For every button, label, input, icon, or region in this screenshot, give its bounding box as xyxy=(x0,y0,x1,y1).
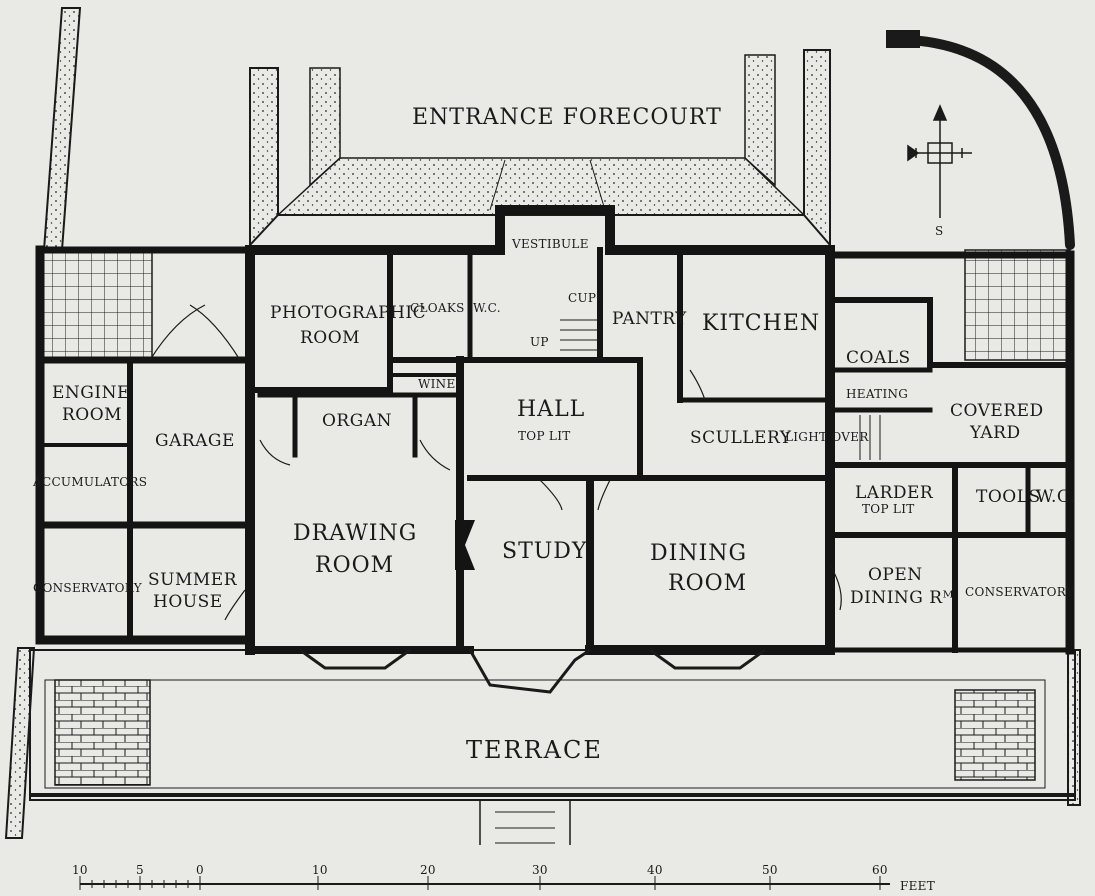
scale-tick-label: 30 xyxy=(532,863,548,877)
scale-bar xyxy=(79,876,890,890)
label-wc-south: W.C. xyxy=(1036,487,1076,507)
label-organ: ORGAN xyxy=(322,411,392,431)
label-vestibule: VESTIBULE xyxy=(511,237,589,251)
label-dining-room-1: DINING xyxy=(650,541,747,566)
label-cupd: CUPᴰ xyxy=(568,291,603,305)
label-study: STUDY xyxy=(502,539,587,564)
building-walls xyxy=(35,205,1075,655)
label-hall: HALL xyxy=(517,397,585,422)
label-engine-room-1: ENGINE xyxy=(52,383,130,403)
label-wine: WINE xyxy=(418,377,456,391)
label-photographic-room-2: ROOM xyxy=(300,328,360,348)
label-garage: GARAGE xyxy=(155,431,235,451)
label-accumulators: ACCUMULATORS xyxy=(32,475,147,489)
label-summer-house-1: SUMMER xyxy=(148,570,238,590)
label-entrance-forecourt: ENTRANCE FORECOURT xyxy=(412,105,722,130)
terrace-outline xyxy=(29,649,1076,845)
label-coals: COALS xyxy=(846,348,911,368)
label-cloaks: CLOAKS xyxy=(410,301,465,315)
label-pantry: PANTRY xyxy=(612,309,687,329)
label-hall-top-lit: TOP LIT xyxy=(518,429,571,443)
label-drawing-room-2: ROOM xyxy=(315,553,394,578)
label-tools: TOOLS xyxy=(976,487,1041,507)
forecourt-walls xyxy=(249,49,831,248)
doors xyxy=(149,304,842,621)
scale-tick-label: 40 xyxy=(647,863,663,877)
label-drawing-room-1: DRAWING xyxy=(293,521,417,546)
bay-windows xyxy=(299,648,766,694)
label-wc-north: W.C. xyxy=(473,301,501,315)
label-terrace: TERRACE xyxy=(466,736,603,764)
label-larder-top-lit: TOP LIT xyxy=(862,502,915,516)
label-covered-yard-2: YARD xyxy=(969,423,1021,443)
boundary-walls xyxy=(4,7,1081,839)
label-larder: LARDER xyxy=(855,483,934,503)
fireplace xyxy=(455,520,475,570)
compass-south-label: S xyxy=(935,224,944,238)
scale-tick-label: 10 xyxy=(72,863,88,877)
label-scullery: SCULLERY xyxy=(690,428,792,448)
label-kitchen: KITCHEN xyxy=(702,311,820,336)
curved-garden-wall xyxy=(905,35,1075,250)
label-open-dining-room-1: OPEN xyxy=(868,565,923,585)
scale-unit-label: FEET xyxy=(900,879,935,893)
label-open-dining-room-2: DINING Rᴹ xyxy=(850,588,954,608)
label-conservatory-west: CONSERVATORY xyxy=(33,581,143,595)
compass-rose xyxy=(907,104,972,218)
label-heating: HEATING xyxy=(846,387,908,401)
scale-tick-label: 20 xyxy=(420,863,436,877)
label-up: UP xyxy=(530,335,549,349)
label-conservatory-east: CONSERVATORY xyxy=(965,585,1075,599)
scale-tick-label: 60 xyxy=(872,863,888,877)
label-covered-yard-1: COVERED xyxy=(950,401,1044,421)
label-engine-room-2: ROOM xyxy=(62,405,122,425)
label-dining-room-2: ROOM xyxy=(668,571,747,596)
label-photographic-room-1: PHOTOGRAPHIC xyxy=(270,303,426,323)
scale-tick-label: 0 xyxy=(196,863,204,877)
label-summer-house-2: HOUSE xyxy=(153,592,223,612)
paved-yards xyxy=(41,249,1071,786)
scale-tick-label: 10 xyxy=(312,863,328,877)
label-light-over: LIGHT OVER xyxy=(785,430,869,444)
scale-tick-label: 50 xyxy=(762,863,778,877)
stairs xyxy=(560,319,881,460)
scale-tick-label: 5 xyxy=(136,863,144,877)
